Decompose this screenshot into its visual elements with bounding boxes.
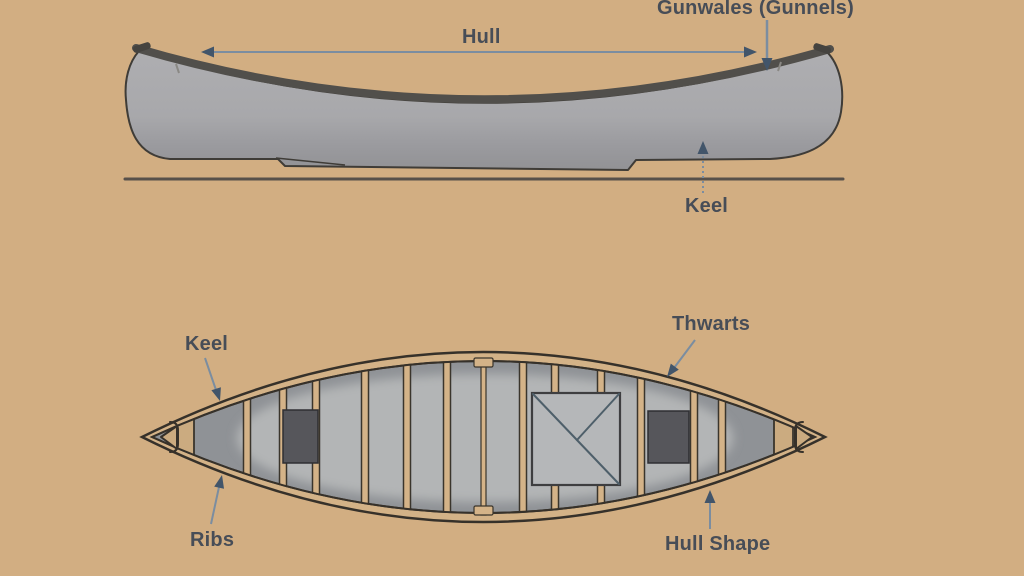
thwart xyxy=(473,357,494,516)
hull-shape-arrow xyxy=(704,490,716,529)
hull-shape-label: Hull Shape xyxy=(665,533,771,555)
annotation-arrows xyxy=(201,20,773,529)
stern-bracket xyxy=(794,421,804,453)
thwarts-arrow xyxy=(667,339,696,377)
keel-side-arrow xyxy=(697,141,709,193)
thwarts-label: Thwarts xyxy=(672,313,751,335)
stern-seat xyxy=(647,410,690,464)
stern-cap xyxy=(813,43,832,54)
hull-extent-arrow xyxy=(201,46,757,58)
inner-gunwale-line xyxy=(149,360,818,514)
rib xyxy=(442,361,452,513)
gunwale-seam-right xyxy=(777,61,782,72)
rib xyxy=(402,361,412,513)
rib xyxy=(717,361,727,513)
center-yoke xyxy=(530,391,622,487)
gunwale-rail xyxy=(132,44,834,104)
canoe-top-view xyxy=(139,350,828,524)
hull-label: Hull xyxy=(462,26,501,48)
gunwale-seam-left xyxy=(175,63,180,74)
gunwales-arrow xyxy=(761,20,773,71)
rib xyxy=(636,361,646,513)
stern-deck xyxy=(773,394,794,481)
rib xyxy=(689,361,699,513)
bow-seat xyxy=(282,409,319,464)
bow-bracket xyxy=(169,421,179,453)
canoe-side-view xyxy=(123,42,845,181)
rib xyxy=(242,361,252,513)
keel-top-arrow xyxy=(204,357,221,401)
keel-strip xyxy=(275,157,346,166)
rib xyxy=(518,361,528,513)
rib xyxy=(360,361,370,513)
gunwales-label: Gunwales (Gunnels) xyxy=(657,0,854,19)
ribs-arrow xyxy=(210,475,224,525)
keel-side-label: Keel xyxy=(685,195,729,217)
keel-top-label: Keel xyxy=(185,333,229,355)
bow-cap xyxy=(132,42,151,53)
ribs-label: Ribs xyxy=(190,529,235,551)
